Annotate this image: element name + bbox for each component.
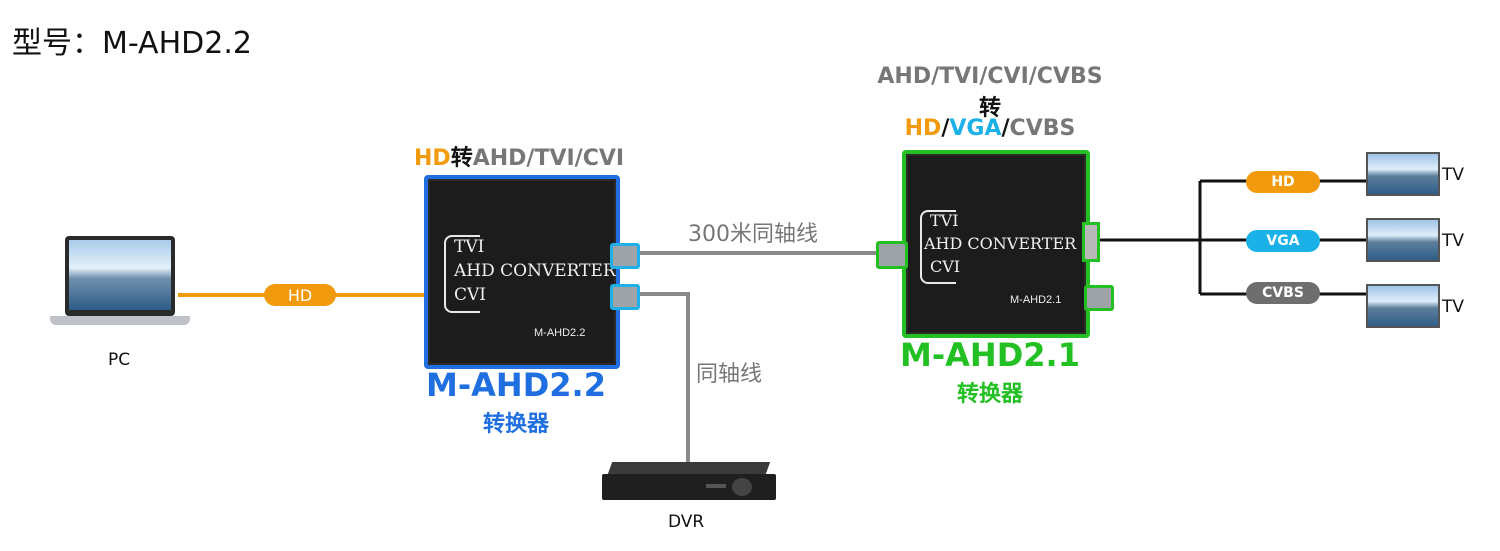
laptop-icon	[50, 236, 190, 340]
left-header-formats: AHD/TVI/CVI	[472, 146, 625, 171]
left-panel-line-2: AHD CONVERTER	[454, 261, 616, 281]
right-header-line-2: 转	[978, 96, 1001, 121]
left-panel-line-1: TVI	[454, 237, 485, 257]
right-header-sep-1: /	[941, 116, 950, 141]
right-bnc-output	[1084, 285, 1114, 311]
tv-label-vga: TV	[1442, 231, 1465, 251]
left-device-name: M-AHD2.2	[426, 366, 606, 404]
left-device-header: HD转AHD/TVI/CVI	[414, 140, 624, 172]
left-bnc-connector-1	[610, 243, 640, 269]
output-pill-vga: VGA	[1246, 230, 1320, 252]
dvr-coax-cable	[636, 292, 690, 465]
coax-300m-label: 300米同轴线	[688, 222, 818, 247]
tv-label-cvbs: TV	[1442, 297, 1465, 317]
right-bnc-input	[876, 241, 908, 269]
coax-dvr-label: 同轴线	[696, 362, 763, 387]
tv-label-hd: TV	[1442, 165, 1465, 185]
dvr-label: DVR	[668, 512, 705, 532]
output-pill-cvbs: CVBS	[1246, 282, 1320, 304]
right-panel-line-1: TVI	[930, 211, 959, 230]
right-panel-line-3: CVI	[930, 257, 961, 276]
right-header-cvbs: CVBS	[1009, 116, 1076, 141]
pc-label: PC	[108, 350, 131, 370]
left-header-hd: HD	[414, 146, 451, 171]
right-header-line-1: AHD/TVI/CVI/CVBS	[877, 64, 1103, 89]
right-panel-line-2: AHD CONVERTER	[924, 234, 1077, 253]
left-bnc-connector-2	[610, 284, 640, 310]
right-header-hd: HD	[904, 116, 942, 141]
right-header-vga: VGA	[949, 116, 1002, 141]
pc-hd-pill: HD	[264, 284, 336, 306]
left-header-zhuan: 转	[450, 146, 473, 171]
right-vga-port	[1082, 222, 1100, 262]
tv-icon-hd	[1366, 152, 1440, 196]
tv-icon-cvbs	[1366, 284, 1440, 328]
right-header-line-3: HD/VGA/CVBS	[860, 116, 1120, 141]
left-panel-line-3: CVI	[454, 285, 486, 305]
left-panel-model: M-AHD2.2	[534, 327, 586, 339]
left-device-subtitle: 转换器	[482, 412, 549, 437]
right-device-subtitle: 转换器	[956, 382, 1023, 407]
converter-m-ahd2-1: TVI AHD CONVERTER CVI M-AHD2.1	[902, 150, 1090, 338]
converter-m-ahd2-2: TVI AHD CONVERTER CVI M-AHD2.2	[424, 175, 620, 369]
right-device-name: M-AHD2.1	[900, 336, 1080, 374]
right-header-sep-2: /	[1001, 116, 1010, 141]
page-title: 型号：M-AHD2.2	[12, 26, 252, 61]
tv-icon-vga	[1366, 218, 1440, 262]
output-pill-hd: HD	[1246, 171, 1320, 193]
right-panel-model: M-AHD2.1	[1010, 294, 1062, 306]
dvr-icon	[602, 462, 776, 502]
